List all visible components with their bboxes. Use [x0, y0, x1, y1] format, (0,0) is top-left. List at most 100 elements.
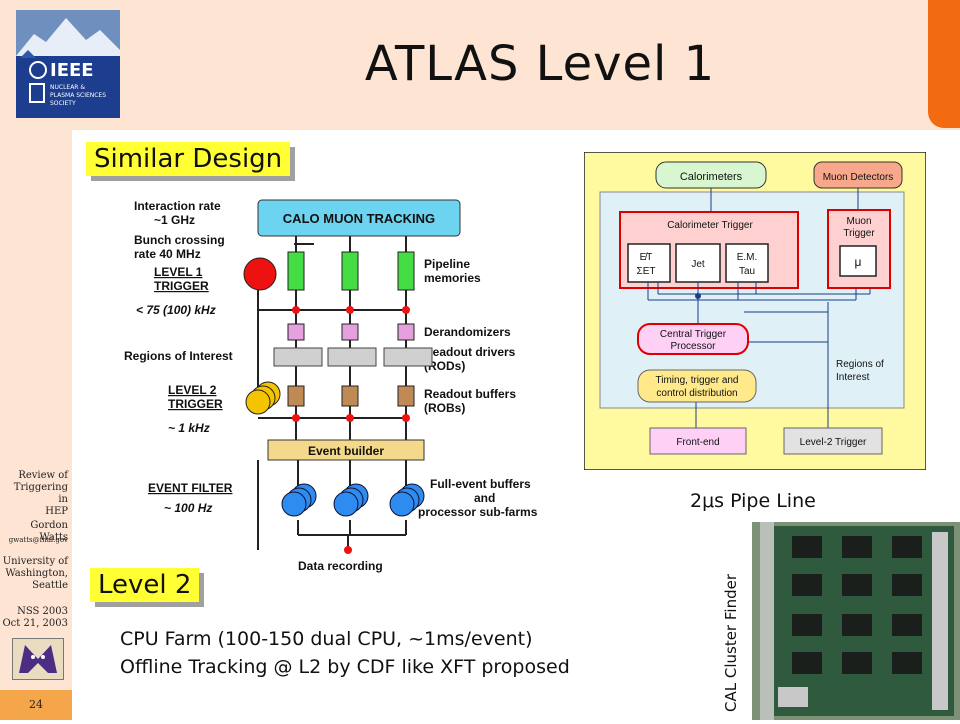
- level2-trigger-text: Level-2 Trigger: [800, 437, 867, 448]
- muon-trigger-text-b: Trigger: [843, 228, 875, 239]
- sum-et-text: ΣET: [637, 266, 656, 277]
- et-miss-text: E̸T: [640, 251, 653, 263]
- et-box: [627, 243, 671, 283]
- logo-line3: PLASMA SCIENCES: [50, 92, 107, 99]
- sidebar-band: [0, 0, 72, 720]
- bunch-crossing-rate: rate 40 MHz: [134, 247, 201, 261]
- feb-label-b: and: [474, 491, 495, 505]
- rob-label-b: (ROBs): [424, 401, 465, 415]
- sidebar-conference: NSS 2003: [17, 606, 68, 617]
- level2-rate: ~ 1 kHz: [168, 421, 210, 435]
- page-number: 24: [0, 690, 72, 720]
- mu-text: μ: [855, 255, 862, 269]
- level2-trigger-box: [783, 427, 883, 455]
- sidebar-review: Review of Triggering in HEP: [2, 470, 68, 518]
- cal-cluster-finder-board: [752, 522, 960, 720]
- circuit-board-image: [752, 522, 960, 720]
- sidebar-aff-line2: Washington,: [5, 568, 68, 579]
- calo-trigger-text: Calorimeter Trigger: [667, 220, 753, 231]
- diagram-text-group: Interaction rate ~1 GHz Bunch crossing r…: [124, 199, 538, 573]
- sidebar-aff-line3: Seattle: [32, 580, 68, 591]
- derandomizers: [287, 323, 415, 341]
- logo-ieee-text: IEEE: [50, 60, 94, 81]
- derandomizers-label: Derandomizers: [424, 325, 511, 339]
- detector-header-text: CALO MUON TRACKING: [283, 211, 435, 226]
- junction-dot: [695, 293, 701, 299]
- pipeline-label-a: Pipeline: [424, 257, 470, 271]
- roi-text-a: Regions of: [836, 359, 884, 370]
- ctp-text-b: Processor: [670, 341, 716, 352]
- logo-mountain-icon: [16, 10, 120, 103]
- calorimeters-text: Calorimeters: [680, 171, 743, 183]
- em-tau-box: [725, 243, 769, 283]
- sidebar-date: Oct 21, 2003: [2, 618, 68, 629]
- event-builder-text: Event builder: [308, 444, 384, 458]
- em-text: E.M.: [737, 252, 758, 263]
- roi-label: Regions of Interest: [124, 349, 233, 363]
- level1-label-a: LEVEL 1: [154, 265, 203, 279]
- level1-rate: < 75 (100) kHz: [136, 303, 216, 317]
- interaction-rate-value: ~1 GHz: [154, 213, 195, 227]
- logo-line2: NUCLEAR &: [50, 84, 86, 91]
- level2-label-a: LEVEL 2: [168, 383, 217, 397]
- level2-label: Level 2: [90, 568, 200, 602]
- front-end-box: [649, 427, 747, 455]
- interaction-rate-label: Interaction rate: [134, 199, 221, 213]
- timing-text-b: control distribution: [656, 388, 737, 399]
- sidebar-aff-line1: University of: [2, 556, 68, 567]
- rod-label-b: (RODs): [424, 359, 465, 373]
- feb-label-c: processor sub-farms: [418, 505, 538, 519]
- level2-trigger-nodes: [245, 381, 281, 415]
- processor-farms: [281, 483, 425, 517]
- timing-text-a: Timing, trigger and: [656, 375, 739, 386]
- body-line-2: Offline Tracking @ L2 by CDF like XFT pr…: [120, 656, 570, 678]
- level2-label-b: TRIGGER: [168, 397, 223, 411]
- readout-buffers: [287, 385, 415, 407]
- orange-accent-tab: [928, 0, 960, 128]
- event-builder-box: [267, 439, 425, 461]
- tau-text: Tau: [739, 266, 755, 277]
- level1-label-b: TRIGGER: [154, 279, 209, 293]
- pipeline-caption: 2μs Pipe Line: [690, 490, 816, 512]
- header-band: [0, 0, 960, 130]
- rob-label-a: Readout buffers: [424, 387, 516, 401]
- level1-trigger-node: [243, 257, 277, 291]
- sidebar-affiliation: University of Washington, Seattle: [2, 556, 68, 592]
- level1-block-diagram: Calorimeters Muon Detectors Calorimeter …: [584, 152, 926, 470]
- timing-box: [637, 369, 757, 403]
- board-caption: CAL Cluster Finder: [722, 574, 740, 712]
- data-recording-dot: [344, 546, 352, 554]
- sidebar-review-line3: HEP: [45, 506, 68, 517]
- muon-trigger-text-a: Muon: [846, 216, 871, 227]
- event-filter-rate: ~ 100 Hz: [164, 501, 212, 515]
- ieee-nps-logo: IEEE NUCLEAR & PLASMA SCIENCES SOCIETY: [16, 10, 120, 118]
- sidebar-review-line1: Review of: [18, 470, 68, 481]
- feb-label-a: Full-event buffers: [430, 477, 531, 491]
- bunch-crossing-label: Bunch crossing: [134, 233, 225, 247]
- slide-title: ATLAS Level 1: [364, 36, 716, 92]
- pipeline-label-b: memories: [424, 271, 481, 285]
- ctp-box: [637, 323, 749, 355]
- detector-header-box: [257, 199, 461, 237]
- uw-husky-logo: [12, 638, 64, 680]
- muon-detectors-text: Muon Detectors: [823, 172, 894, 183]
- readout-drivers: [273, 347, 433, 367]
- data-recording-label: Data recording: [298, 559, 383, 573]
- sidebar-review-line2: Triggering in: [13, 482, 68, 505]
- atlas-trigger-diagram: Interaction rate ~1 GHz Bunch crossing r…: [124, 199, 538, 573]
- event-filter-label: EVENT FILTER: [148, 481, 233, 495]
- husky-icon: [19, 645, 57, 673]
- front-end-text: Front-end: [676, 437, 719, 448]
- roi-text-b: Interest: [836, 372, 870, 383]
- jet-text: Jet: [691, 259, 705, 270]
- similar-design-label: Similar Design: [86, 142, 291, 176]
- pipeline-memories: [287, 251, 415, 291]
- sidebar-email: gwatts@fnal.gov: [8, 536, 68, 544]
- sidebar-author: Gordon Watts: [30, 520, 68, 543]
- jet-box: [675, 243, 721, 283]
- logo-line4: SOCIETY: [50, 100, 76, 107]
- body-line-1: CPU Farm (100-150 dual CPU, ~1ms/event): [120, 628, 533, 650]
- mu-box: [839, 245, 877, 277]
- control-dots: [292, 306, 410, 422]
- rod-label-a: Readout drivers: [424, 345, 516, 359]
